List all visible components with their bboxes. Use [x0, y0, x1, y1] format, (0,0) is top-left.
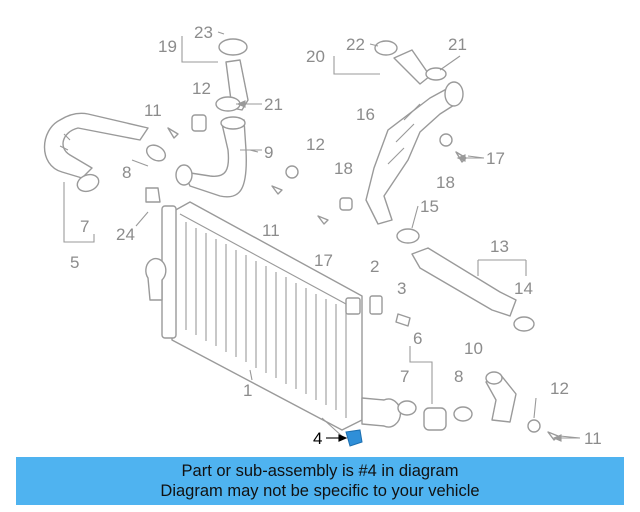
callout-arrows — [236, 100, 580, 442]
callout-8b: 8 — [454, 367, 463, 386]
fasteners — [145, 127, 329, 225]
callout-18b: 18 — [436, 173, 455, 192]
charge-hose — [411, 247, 535, 332]
callout-18a: 18 — [334, 159, 353, 178]
charge-pipe-center — [175, 38, 249, 198]
callout-13: 13 — [490, 237, 509, 256]
callout-20: 20 — [306, 47, 325, 66]
bracket — [369, 295, 411, 327]
callout-23: 23 — [194, 23, 213, 42]
callout-15: 15 — [420, 197, 439, 216]
callout-19: 19 — [158, 37, 177, 56]
banner-line-2: Diagram may not be specific to your vehi… — [160, 482, 480, 500]
callout-12c: 12 — [550, 379, 569, 398]
banner-line-1: Part or sub-assembly is #4 in diagram — [181, 462, 459, 480]
callout-16: 16 — [356, 105, 375, 124]
callout-8a: 8 — [122, 163, 131, 182]
callout-1: 1 — [243, 381, 252, 400]
callout-5: 5 — [70, 253, 79, 272]
parts-diagram: 1 2 3 4 5 6 7 7 8 8 9 10 11 11 11 12 12 … — [43, 23, 602, 448]
callout-14: 14 — [514, 279, 533, 298]
callout-7b: 7 — [400, 367, 409, 386]
callout-24: 24 — [116, 225, 135, 244]
callout-12b: 12 — [306, 135, 325, 154]
lower-hoses — [397, 371, 559, 441]
part-4-highlight — [345, 429, 363, 447]
callout-9: 9 — [264, 143, 273, 162]
callout-10: 10 — [464, 339, 483, 358]
charge-pipe-right — [339, 40, 467, 244]
charge-pipe-left — [43, 112, 167, 193]
callout-6: 6 — [413, 329, 422, 348]
info-banner: Part or sub-assembly is #4 in diagram Di… — [16, 457, 624, 505]
callout-17b: 17 — [314, 251, 333, 270]
callout-17a: 17 — [486, 149, 505, 168]
callout-21a: 21 — [264, 95, 283, 114]
callout-12a: 12 — [192, 79, 211, 98]
callout-11c: 11 — [584, 429, 602, 448]
callout-11a: 11 — [144, 101, 162, 120]
intercooler — [145, 201, 402, 431]
callout-7a: 7 — [80, 217, 89, 236]
callout-21b: 21 — [448, 35, 467, 54]
callout-4: 4 — [313, 429, 322, 448]
callout-labels: 1 2 3 4 5 6 7 7 8 8 9 10 11 11 11 12 12 … — [70, 23, 602, 448]
callout-11b: 11 — [262, 221, 280, 240]
callout-3: 3 — [397, 279, 406, 298]
callout-2: 2 — [370, 257, 379, 276]
callout-22: 22 — [346, 35, 365, 54]
